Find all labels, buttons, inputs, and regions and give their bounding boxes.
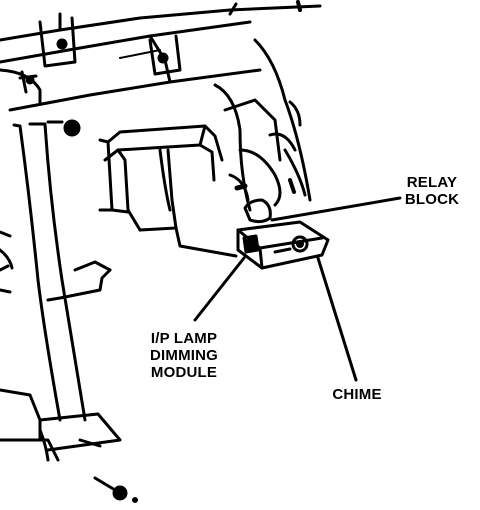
- lower-floor-panel: [38, 412, 138, 503]
- leader-lines: [193, 196, 402, 382]
- center-support-brace: [98, 124, 224, 232]
- lamp-module-label: I/P LAMP DIMMING MODULE: [136, 330, 232, 381]
- chime-label-text: CHIME: [332, 386, 382, 403]
- upper-bracket: [20, 16, 182, 94]
- relay-block-label-line2: BLOCK: [404, 191, 460, 208]
- chime-label: CHIME: [322, 386, 392, 403]
- lamp-module-label-line3: MODULE: [150, 364, 218, 381]
- lamp-module-label-line1: I/P LAMP: [150, 330, 218, 347]
- relay-block-label-line1: RELAY: [406, 174, 458, 191]
- relay-block-bracket: [138, 198, 330, 270]
- relay-block-leader: [270, 196, 402, 222]
- relay-block-label: RELAY BLOCK: [398, 174, 466, 208]
- chime-leader: [316, 256, 358, 382]
- lamp-module-leader: [193, 256, 246, 322]
- duct-housing: [213, 38, 312, 212]
- left-kick-panel: [0, 119, 112, 462]
- lamp-module-label-line2: DIMMING: [149, 347, 219, 364]
